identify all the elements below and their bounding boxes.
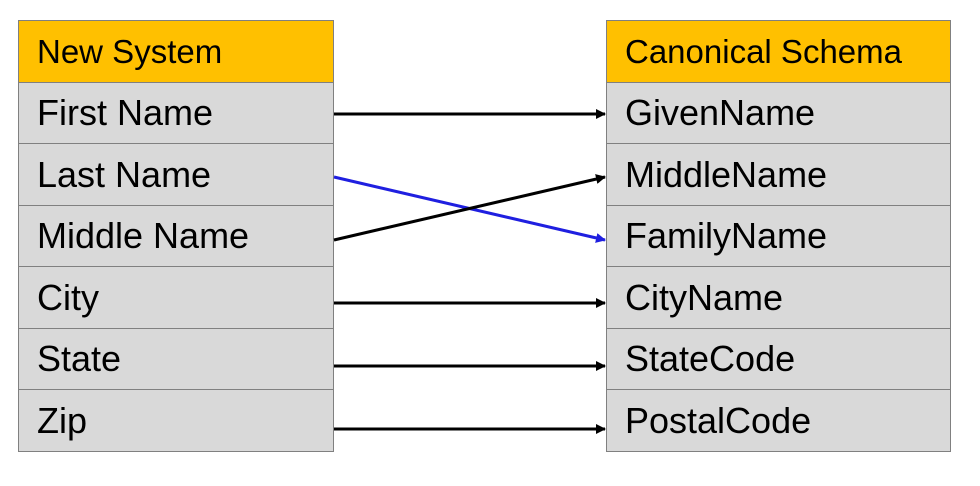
left-row-middle-name: Middle Name [18, 204, 334, 268]
right-row-city-name: CityName [606, 266, 951, 329]
left-row-state: State [18, 327, 334, 391]
right-row-family-name: FamilyName [606, 204, 951, 268]
right-row-given-name: GivenName [606, 81, 951, 145]
left-row-last-name: Last Name [18, 143, 334, 206]
right-row-middle-name: MiddleName [606, 143, 951, 206]
canonical-schema-header: Canonical Schema [606, 20, 951, 83]
mapping-arrow-middle-name [333, 174, 606, 242]
new-system-table: New System First Name Last Name Middle N… [18, 20, 334, 452]
left-row-zip: Zip [18, 389, 334, 452]
canonical-schema-table: Canonical Schema GivenName MiddleName Fa… [606, 20, 951, 452]
left-row-first-name: First Name [18, 81, 334, 145]
right-row-postal-code: PostalCode [606, 389, 951, 452]
mapping-arrow-last-name [333, 175, 606, 243]
new-system-header: New System [18, 20, 334, 83]
right-row-state-code: StateCode [606, 327, 951, 391]
left-row-city: City [18, 266, 334, 329]
